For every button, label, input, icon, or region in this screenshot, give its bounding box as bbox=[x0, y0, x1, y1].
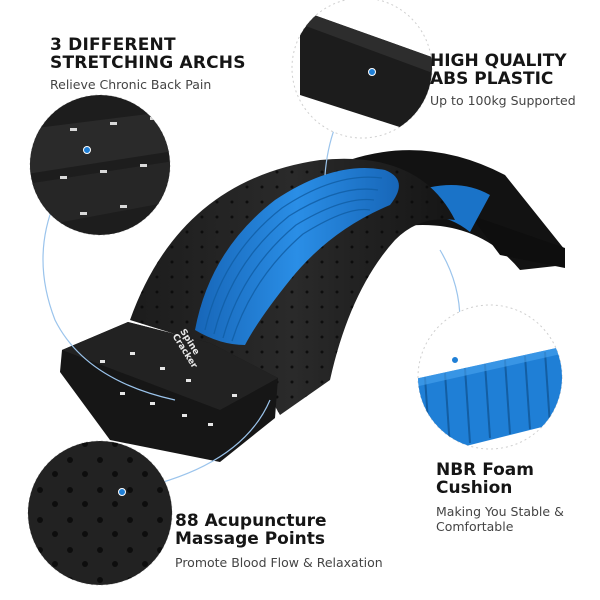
feature-title: 3 DIFFERENT STRETCHING ARCHS bbox=[50, 35, 246, 74]
feature-stretching-arches: 3 DIFFERENT STRETCHING ARCHS Relieve Chr… bbox=[50, 36, 270, 92]
feature-subtitle: Relieve Chronic Back Pain bbox=[50, 76, 212, 92]
feature-abs-plastic: HIGH QUALITY ABS PLASTIC Up to 100kg Sup… bbox=[430, 52, 595, 108]
detail-bubble-abs-plastic bbox=[291, 0, 433, 139]
feature-nbr-foam: NBR Foam Cushion Making You Stable & Com… bbox=[436, 461, 586, 535]
detail-bubble-acupuncture-points bbox=[27, 440, 173, 586]
detail-bubble-nbr-foam bbox=[417, 304, 563, 450]
detail-bubble-arch-levels bbox=[29, 94, 171, 236]
feature-title: HIGH QUALITY ABS PLASTIC bbox=[430, 51, 567, 90]
feature-subtitle: Up to 100kg Supported bbox=[430, 92, 576, 108]
back-stretcher-device bbox=[60, 150, 565, 462]
feature-subtitle: Making You Stable & Comfortable bbox=[436, 503, 564, 535]
feature-acupuncture-points: 88 Acupuncture Massage Points Promote Bl… bbox=[175, 512, 435, 570]
feature-title: NBR Foam Cushion bbox=[436, 460, 534, 499]
feature-subtitle: Promote Blood Flow & Relaxation bbox=[175, 554, 383, 570]
feature-title: 88 Acupuncture Massage Points bbox=[175, 511, 327, 550]
